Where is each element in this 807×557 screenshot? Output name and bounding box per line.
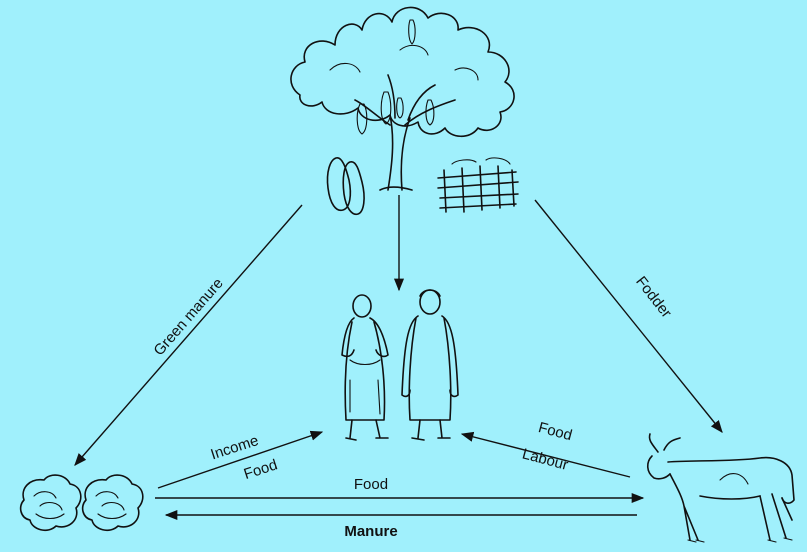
arrow-tree-to-crops bbox=[74, 204, 303, 466]
cow-icon bbox=[646, 433, 795, 543]
farming-family-icon bbox=[341, 289, 459, 441]
fruit-icon bbox=[326, 157, 365, 216]
arrow-crops-to-people bbox=[157, 430, 324, 489]
arrow-livestock-to-people bbox=[460, 431, 631, 478]
label-manure: Manure bbox=[344, 523, 397, 540]
label-food-crops-livestock: Food bbox=[354, 476, 388, 493]
cabbage-crops-icon bbox=[19, 474, 144, 532]
tree-icon bbox=[290, 6, 515, 191]
arrow-tree-to-livestock bbox=[534, 199, 723, 433]
firewood-icon bbox=[437, 157, 519, 213]
